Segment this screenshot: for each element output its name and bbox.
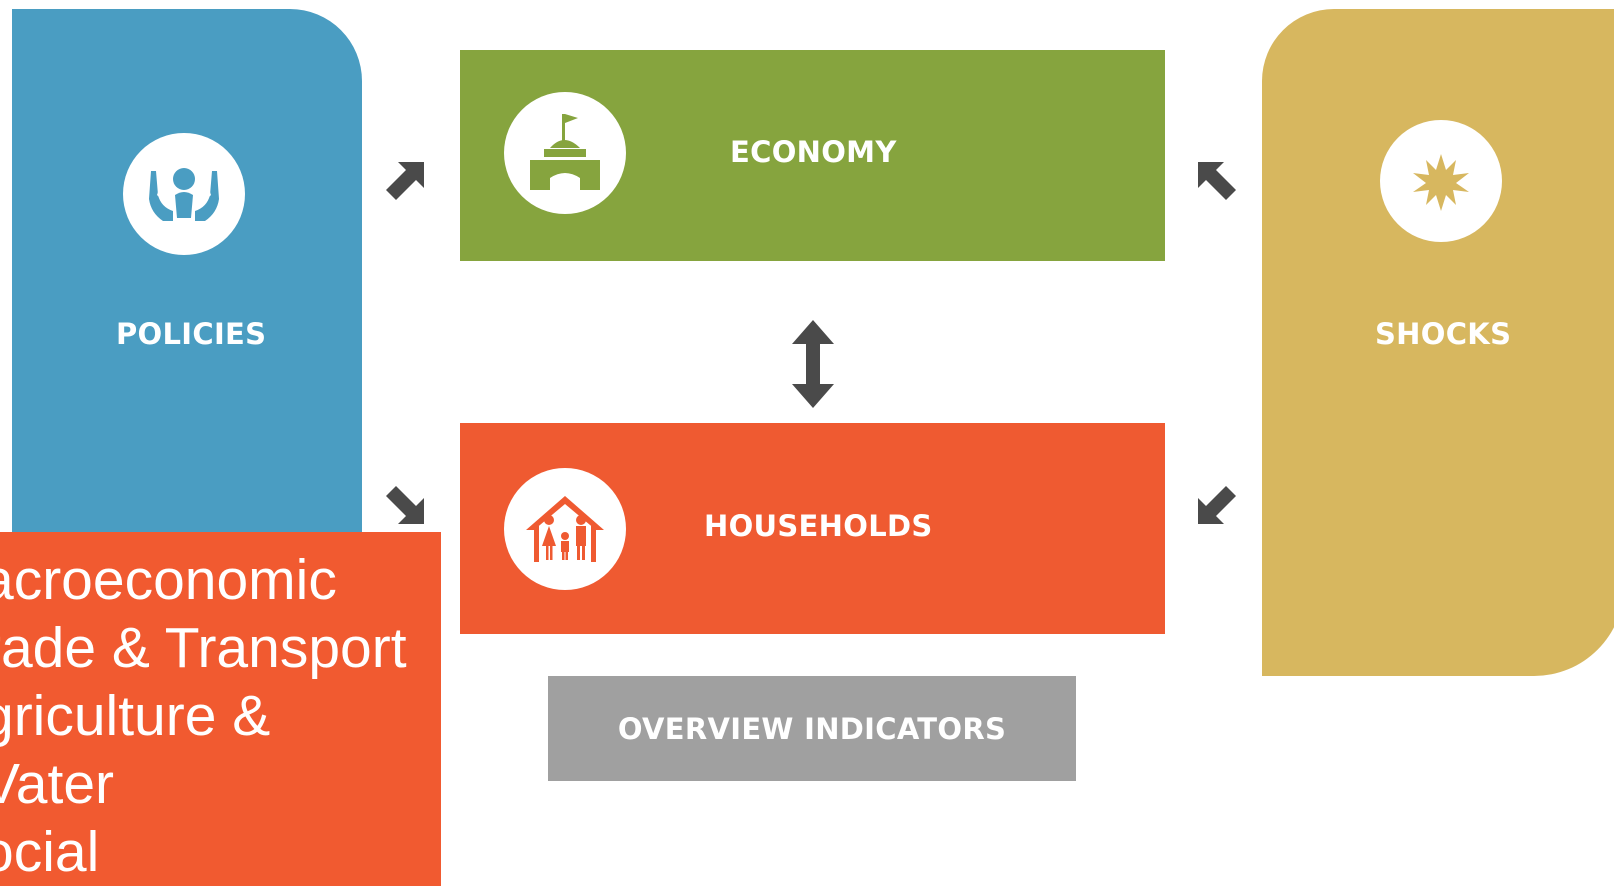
shocks-panel[interactable]: SHOCKS	[1262, 9, 1614, 676]
households-box[interactable]: HOUSEHOLDS	[460, 423, 1165, 634]
overview-indicators-button[interactable]: OVERVIEW INDICATORS	[548, 676, 1076, 781]
shocks-label: SHOCKS	[1375, 317, 1512, 351]
list-item[interactable]: ocial	[0, 820, 100, 884]
sector-list: acroeconomic rade & Transport griculture…	[0, 546, 407, 886]
sectors-panel: acroeconomic rade & Transport griculture…	[0, 532, 441, 886]
government-building-icon	[504, 92, 626, 214]
overview-label: OVERVIEW INDICATORS	[617, 711, 1007, 746]
list-item[interactable]: griculture &	[0, 684, 271, 748]
policies-label: POLICIES	[116, 317, 267, 351]
arrow-down-right-icon	[386, 486, 424, 524]
list-item[interactable]: acroeconomic	[0, 548, 337, 612]
burst-icon	[1380, 120, 1502, 242]
economy-label: ECONOMY	[730, 135, 897, 169]
economy-box[interactable]: ECONOMY	[460, 50, 1165, 261]
list-item[interactable]: Vater	[0, 752, 115, 816]
arrow-up-left-icon	[1198, 162, 1236, 200]
hands-holding-person-icon	[123, 133, 245, 255]
bidirectional-arrow-icon	[792, 320, 834, 408]
households-label: HOUSEHOLDS	[704, 509, 933, 543]
arrow-down-left-icon	[1198, 486, 1236, 524]
arrow-up-right-icon	[386, 162, 424, 200]
family-house-icon	[504, 468, 626, 590]
list-item[interactable]: rade & Transport	[0, 616, 407, 680]
